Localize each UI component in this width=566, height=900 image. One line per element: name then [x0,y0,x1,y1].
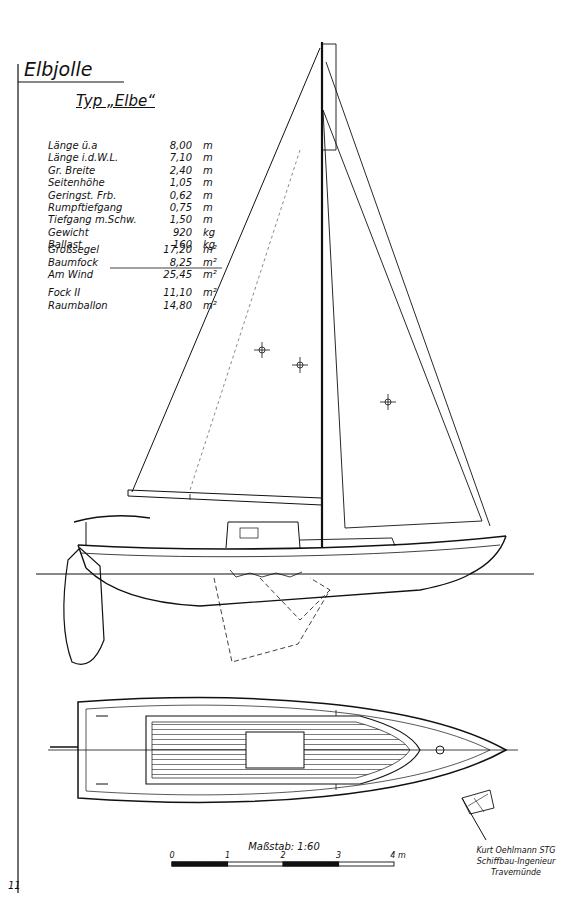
spec-value: 7,10 [170,152,192,164]
spec-unit: m² [203,257,217,269]
scale-number: 1 [225,851,230,860]
scale-number: 2 [280,851,285,860]
spec-unit: m [203,140,213,152]
designer-place: Travemünde [491,868,541,877]
spec-unit: m² [203,244,217,256]
spec-value: 8,00 [170,140,192,152]
spec-value: 8,25 [170,257,192,269]
spec-name: Großsegel [48,244,99,256]
spec-name: Länge ü.a [48,140,97,152]
spec-name: Geringst. Frb. [48,190,116,202]
spec-name: Gr. Breite [48,165,95,177]
spec-name: Baumfock [48,257,98,269]
spec-name: Fock II [48,287,80,299]
spec-name: Rumpftiefgang [48,202,122,214]
spec-unit: m² [203,269,217,281]
spec-name: Gewicht [48,227,89,239]
page-number: 11 [8,880,21,892]
scale-number: 4 m [390,851,405,860]
spec-value: 2,40 [170,165,192,177]
designer-name: Kurt Oehlmann STG [476,846,555,855]
spec-value: 11,10 [163,287,192,299]
drawing-title: Elbjolle [24,58,93,80]
spec-value: 14,80 [163,300,192,312]
spec-name: Tiefgang m.Schw. [48,214,137,226]
scale-number: 3 [336,851,341,860]
spec-name: Länge i.d.W.L. [48,152,118,164]
spec-value: 1,05 [170,177,192,189]
spec-unit: m [203,152,213,164]
spec-unit: m [203,165,213,177]
spec-value: 25,45 [163,269,192,281]
spec-unit: m² [203,300,217,312]
spec-value: 0,75 [170,202,192,214]
spec-name: Am Wind [48,269,93,281]
spec-value: 17,20 [163,244,192,256]
spec-unit: m [203,190,213,202]
designer-title: Schiffbau-Ingenieur [477,857,555,866]
spec-value: 920 [173,227,192,239]
spec-value: 1,50 [170,214,192,226]
spec-unit: m² [203,287,217,299]
spec-unit: kg [203,227,215,239]
spec-name: Raumballon [48,300,108,312]
spec-value: 0,62 [170,190,192,202]
scale-number: 0 [169,851,174,860]
spec-name: Seitenhöhe [48,177,105,189]
spec-unit: m [203,177,213,189]
spec-unit: m [203,202,213,214]
type-name: Typ „Elbe“ [76,92,155,110]
spec-unit: m [203,214,213,226]
